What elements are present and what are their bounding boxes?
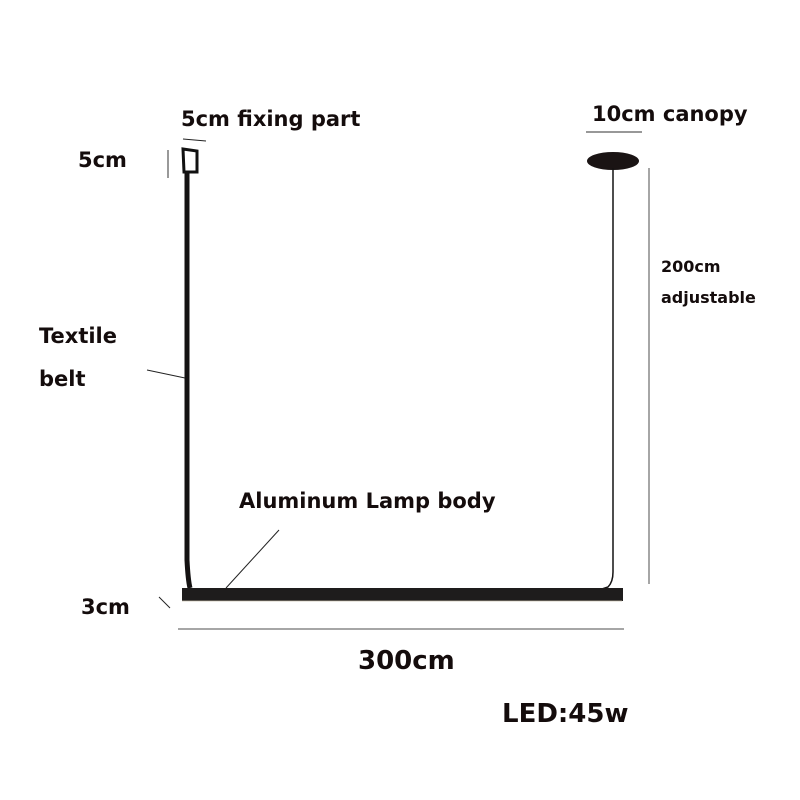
cable-length-label-line2: adjustable xyxy=(661,288,756,307)
fixing-clip-icon xyxy=(181,147,199,174)
textile-belt xyxy=(184,172,193,589)
suspension-cable xyxy=(601,168,614,590)
bar-length-label: 300cm xyxy=(358,646,455,676)
lamp-body-bar xyxy=(182,588,623,601)
bar-height-label: 3cm xyxy=(81,595,130,619)
bar-height-leader-line xyxy=(158,596,171,609)
fixing-height-label: 5cm xyxy=(78,148,127,172)
canopy-label: 10cm canopy xyxy=(592,102,748,126)
belt-leader-line xyxy=(146,369,186,379)
lamp-body-leader-line xyxy=(225,529,280,589)
lamp-body-label: Aluminum Lamp body xyxy=(239,489,496,513)
cable-length-label-line1: 200cm xyxy=(661,257,721,276)
belt-label-line1: Textile xyxy=(39,324,118,348)
canopy-icon xyxy=(587,152,639,170)
fixing-part-leader-line xyxy=(182,138,207,142)
fixing-part-label: 5cm fixing part xyxy=(181,107,361,131)
power-label: LED:45w xyxy=(502,699,629,729)
belt-label-line2: belt xyxy=(39,367,86,391)
